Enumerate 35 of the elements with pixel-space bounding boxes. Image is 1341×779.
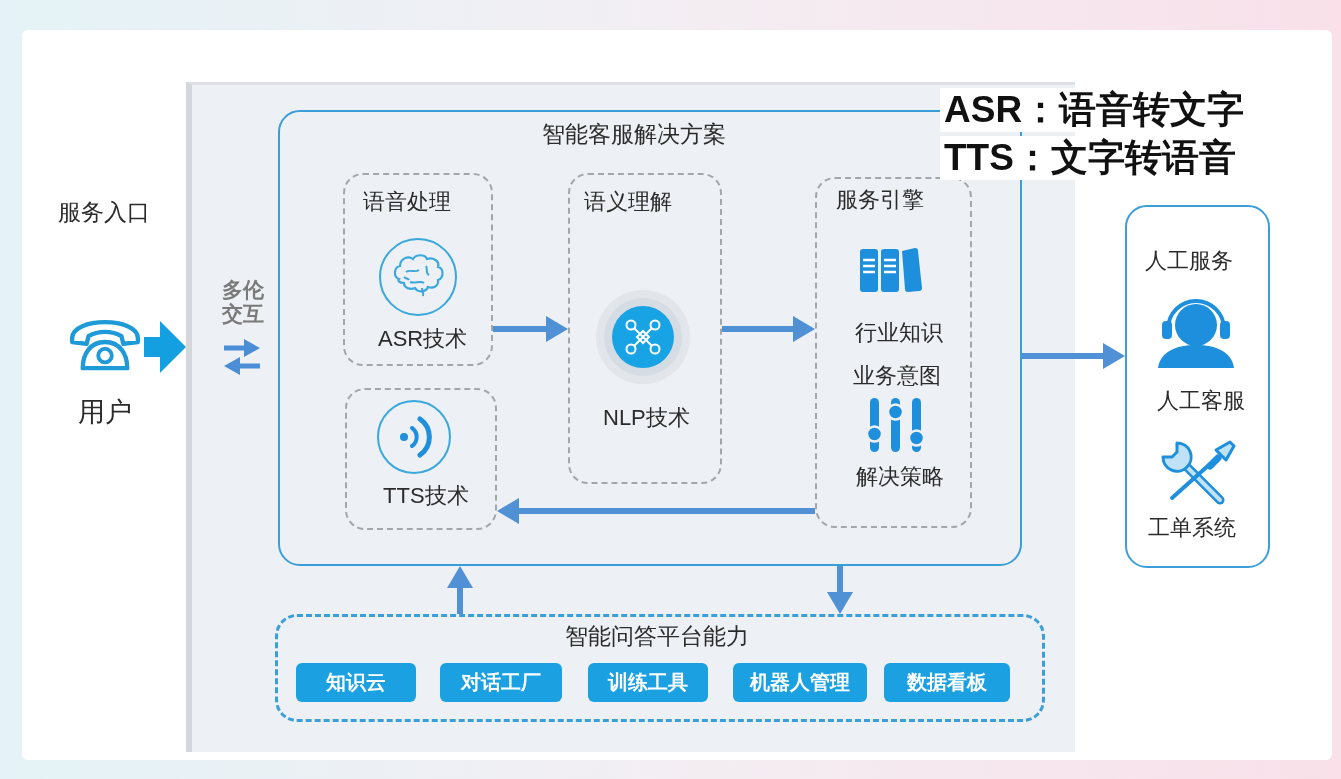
arrow: [493, 316, 568, 342]
item-label: 行业知识: [855, 320, 944, 347]
section-label: 服务入口: [58, 199, 150, 227]
group-title: 语义理解: [584, 189, 673, 216]
group-title: 人工服务: [1145, 248, 1234, 275]
arrow: [447, 566, 473, 614]
service-panel: [1125, 205, 1270, 568]
arrow: [722, 316, 815, 342]
item-label: 工单系统: [1148, 515, 1237, 542]
tech-label: NLP技术: [603, 405, 691, 432]
item-label: 业务意图: [853, 363, 942, 390]
section-title: 智能客服解决方案: [541, 121, 727, 149]
feature-tag: 机器人管理: [733, 663, 867, 702]
group-title: 服务引擎: [836, 187, 925, 214]
tech-label: ASR技术: [378, 326, 469, 353]
interaction-label: 多伦交互: [222, 278, 265, 327]
dashed-group-box: [815, 177, 972, 528]
user-label: 用户: [77, 396, 133, 429]
feature-tag: 知识云: [296, 663, 416, 702]
feature-tag: 训练工具: [588, 663, 708, 702]
group-title: 语音处理: [363, 189, 452, 216]
dashed-platform-frame: [275, 614, 1045, 722]
block-arrow: [144, 321, 186, 373]
feature-tag: 对话工厂: [440, 663, 562, 702]
dashed-group-box: [345, 388, 497, 530]
feature-tag: 数据看板: [884, 663, 1010, 702]
arrow: [497, 498, 815, 524]
item-label: 解决策略: [856, 464, 945, 491]
dashed-group-box: [568, 173, 722, 484]
dashed-group-box: [343, 173, 493, 366]
section-title: 智能问答平台能力: [564, 623, 750, 651]
arrow: [827, 566, 853, 614]
item-label: 人工客服: [1157, 388, 1246, 415]
tech-label: TTS技术: [383, 483, 470, 510]
arrow: [1022, 343, 1125, 369]
